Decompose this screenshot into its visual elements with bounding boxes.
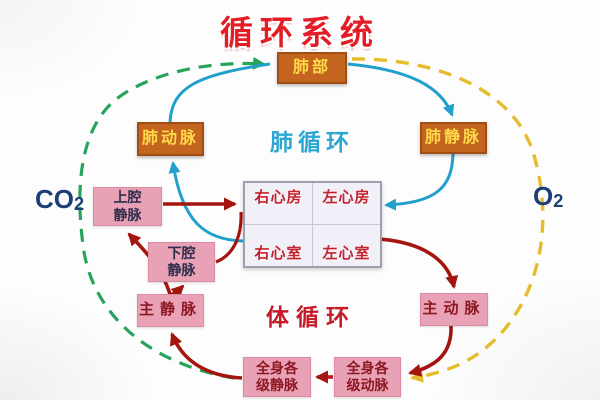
pulmonary-artery-box: 肺动脉 — [137, 122, 204, 156]
superior-vena-cava-line1: 上腔 — [113, 189, 142, 205]
right-ventricle-to-pulmonary-artery-arrow — [168, 161, 244, 243]
left-ventricle-cell: 左心室 — [313, 225, 380, 266]
lungs-label: 肺部 — [292, 59, 331, 76]
pulmonary-vein-box: 肺静脉 — [420, 122, 487, 154]
pulmonary-circulation-label: 肺循环 — [270, 129, 354, 155]
co2-subscript: 2 — [74, 194, 85, 215]
pulmonary-artery-to-lungs-line — [168, 62, 271, 123]
pulmonary-vein-to-left-atrium-arrow — [384, 153, 455, 211]
o2-symbol: O — [533, 181, 554, 211]
pulmonary-vein-label: 肺静脉 — [424, 129, 482, 146]
systemic-veins-to-main-vein-arrow — [169, 332, 243, 380]
co2-symbol: CO — [35, 184, 74, 214]
right-atrium-cell: 右心房 — [245, 183, 312, 224]
main-vein-box: 主静脉 — [137, 294, 204, 327]
inferior-vena-cava-to-right-atrium-line — [215, 211, 243, 264]
superior-vena-cava-line2: 静脉 — [113, 206, 142, 223]
systemic-veins-box: 全身各 级静脉 — [243, 357, 311, 397]
heart-chamber-grid: 右心房 左心房 右心室 左心室 — [243, 181, 382, 268]
right-ventricle-cell: 右心室 — [245, 225, 312, 266]
left-atrium-cell: 左心房 — [313, 183, 380, 224]
systemic-veins-line1: 全身各 — [256, 359, 298, 376]
co2-dashed-arc — [78, 56, 266, 383]
systemic-arteries-line1: 全身各 — [346, 359, 389, 376]
systemic-arteries-box: 全身各 级动脉 — [334, 357, 401, 397]
pulmonary-artery-label: 肺动脉 — [141, 130, 199, 147]
aorta-label: 主动脉 — [422, 300, 486, 318]
main-vein-label: 主静脉 — [138, 301, 202, 319]
systemic-veins-line2: 级静脉 — [256, 377, 298, 393]
aorta-to-systemic-arteries-arrow — [408, 325, 453, 377]
lungs-box: 肺部 — [277, 52, 347, 84]
left-ventricle-to-aorta-arrow — [377, 237, 459, 289]
superior-vena-cava-box: 上腔 静脉 — [93, 187, 162, 226]
lungs-to-pulmonary-vein-arrow — [347, 62, 455, 117]
diagram-title: 循环系统 — [220, 14, 380, 51]
o2-subscript: 2 — [553, 191, 564, 212]
aorta-box: 主动脉 — [420, 293, 488, 326]
systemic-circulation-label: 体循环 — [266, 304, 356, 330]
systemic-arteries-line2: 级动脉 — [346, 377, 389, 393]
inferior-vena-cava-box: 下腔 静脉 — [148, 242, 215, 282]
inferior-vena-cava-line2: 静脉 — [167, 262, 196, 278]
inferior-vena-cava-line1: 下腔 — [167, 244, 196, 261]
o2-dashed-arc — [351, 57, 545, 383]
co2-label: CO2 — [35, 184, 84, 215]
o2-label: O2 — [533, 181, 563, 212]
